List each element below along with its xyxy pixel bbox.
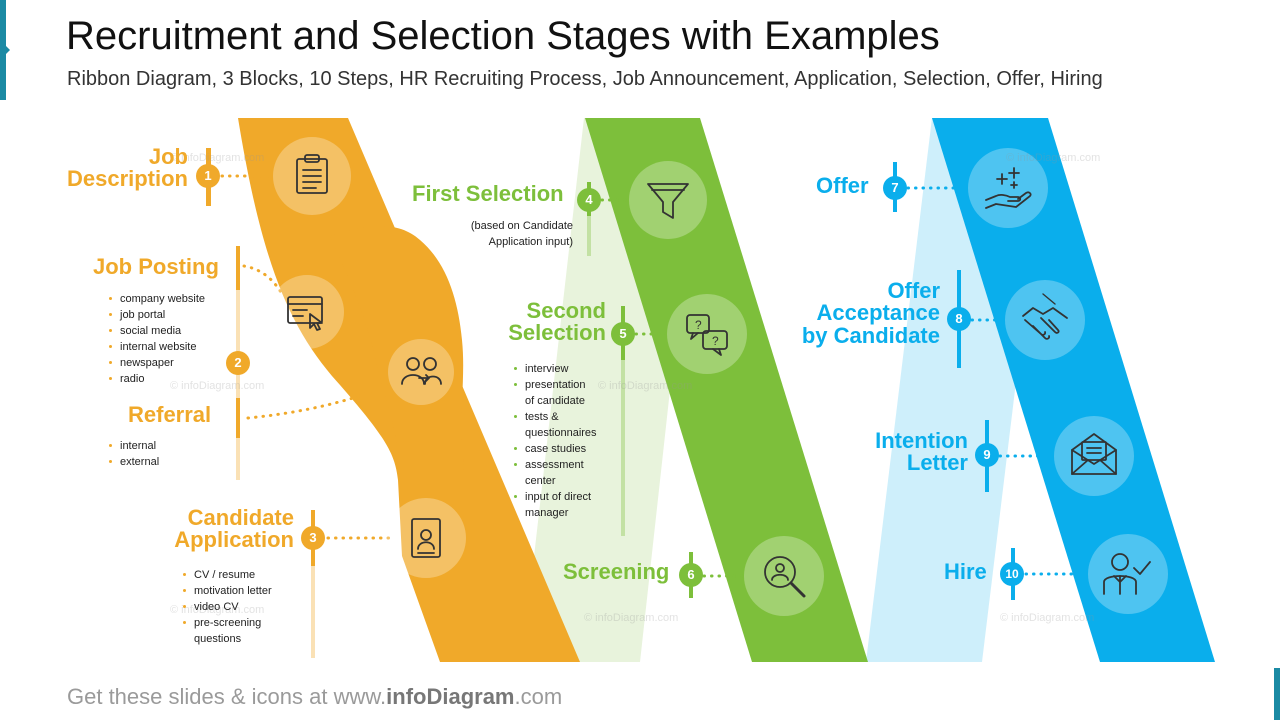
step-2-label-referral: Referral bbox=[128, 402, 212, 427]
icon-circles bbox=[270, 137, 1168, 616]
watermark: © infoDiagram.com bbox=[170, 604, 265, 616]
watermark: © infoDiagram.com bbox=[598, 380, 693, 392]
step-5-label: Second Selection bbox=[508, 298, 606, 346]
step-8-label: Offer Acceptance by Candidate bbox=[801, 278, 940, 348]
step-10-label: Hire bbox=[944, 559, 987, 584]
step-9-label: Intention Letter bbox=[875, 428, 968, 476]
step-3-number: 3 bbox=[301, 526, 325, 550]
watermark: © infoDiagram.com bbox=[1006, 152, 1101, 164]
step-2-bullets-referral: internal external bbox=[108, 438, 159, 470]
step-4-note: (based on Candidate Application input) bbox=[470, 220, 573, 248]
step-10-number: 10 bbox=[1000, 562, 1024, 586]
ribbon-blue bbox=[932, 118, 1215, 662]
step-6-number: 6 bbox=[679, 563, 703, 587]
watermark: © infoDiagram.com bbox=[1000, 612, 1095, 624]
svg-text:?: ? bbox=[712, 334, 719, 348]
step-2-bullets-job-posting: company website job portal social media … bbox=[108, 291, 205, 387]
referral-people-icon bbox=[401, 357, 442, 385]
funnel-icon bbox=[647, 183, 689, 219]
svg-text:?: ? bbox=[695, 318, 702, 332]
step-9-number: 9 bbox=[975, 443, 999, 467]
ribbon-green bbox=[585, 118, 868, 662]
dotted-connectors bbox=[220, 174, 1092, 578]
step-4-label: First Selection bbox=[412, 181, 564, 206]
step-1-number: 1 bbox=[196, 164, 220, 188]
page-title: Recruitment and Selection Stages with Ex… bbox=[66, 14, 940, 58]
watermark: © infoDiagram.com bbox=[584, 612, 679, 624]
accent-bar-right bbox=[1274, 668, 1280, 720]
magnifier-person-icon bbox=[764, 556, 806, 598]
cv-document-icon bbox=[411, 518, 441, 558]
footer: Get these slides & icons at www.infoDiag… bbox=[67, 684, 563, 709]
web-form-click-icon bbox=[287, 296, 323, 331]
hand-sparkle-icon bbox=[985, 167, 1032, 209]
handshake-icon bbox=[1022, 293, 1068, 340]
step-5-number: 5 bbox=[611, 322, 635, 346]
clipboard-document-icon bbox=[296, 154, 328, 194]
accent-notch-left bbox=[0, 40, 10, 60]
step-5-bullets: interview presentation of candidate test… bbox=[513, 361, 597, 521]
question-bubbles-icon: ? ? bbox=[686, 314, 728, 356]
envelope-letter-icon bbox=[1071, 433, 1117, 475]
step-3-bullets: CV / resume motivation letter video CV p… bbox=[182, 567, 272, 647]
ribbon-orange-branch bbox=[330, 225, 464, 470]
step-1-label: Job Description bbox=[66, 144, 188, 192]
step-8-number: 8 bbox=[947, 307, 971, 331]
step-7-number: 7 bbox=[883, 176, 907, 200]
step-4-number: 4 bbox=[577, 188, 601, 212]
step-7-label: Offer bbox=[816, 173, 869, 198]
watermark: © infoDiagram.com bbox=[170, 152, 265, 164]
step-3-label: Candidate Application bbox=[174, 505, 294, 553]
step-6-label: Screening bbox=[563, 559, 670, 584]
page-subtitle: Ribbon Diagram, 3 Blocks, 10 Steps, HR R… bbox=[67, 68, 1103, 90]
person-check-icon bbox=[1103, 553, 1151, 595]
step-2-number: 2 bbox=[226, 351, 250, 375]
step-2-label-job-posting: Job Posting bbox=[93, 254, 219, 279]
watermark: © infoDiagram.com bbox=[170, 380, 265, 392]
